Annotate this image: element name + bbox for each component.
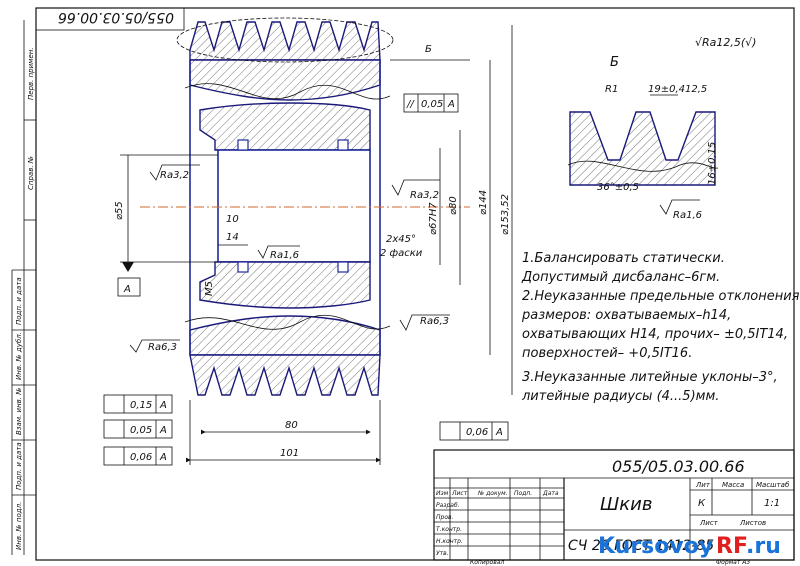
detail-general-roughness: √Ra12,5(√) [695, 36, 756, 49]
tol-runout-2: 0,05 [130, 425, 152, 436]
stamp-row-list: Лист [451, 490, 468, 497]
stamp-sheets: Листов [739, 519, 766, 527]
side-label-0: Перв. примен. [27, 47, 35, 100]
dim-chamfer2: 2 фаски [380, 248, 423, 259]
side-label-5: Подп. и дата [15, 442, 23, 490]
stamp-scale-value: 1:1 [764, 498, 780, 509]
stamp-format: Формат А3 [716, 559, 750, 566]
stamp-lit-value: К [698, 498, 706, 509]
tol-runout-1-datum: А [159, 400, 167, 411]
drawing-frame [35, 7, 795, 561]
detail-angle: 36°±0,5 [597, 182, 639, 193]
rotated-code-box [35, 7, 185, 31]
dim-w10: 10 [226, 214, 239, 225]
view-b-label: Б [425, 44, 432, 55]
dim-d80: ⌀80 [448, 196, 459, 215]
dim-d67: ⌀67H7 [428, 202, 439, 235]
tol-runout-2-datum: А [159, 425, 167, 436]
ra16: Ra1,6 [270, 250, 299, 261]
note-line-0: 1.Балансировать статически. [522, 251, 725, 266]
stamp-sheet: Лист [699, 519, 719, 527]
stamp-title: Шкив [600, 494, 652, 515]
watermark-part1: Kursovoy [598, 534, 713, 559]
side-label-3: Инв. № дубл. [15, 332, 23, 380]
stamp-role-5: Утв. [436, 550, 449, 557]
detail-d19: 19±0,4 [648, 84, 685, 95]
dim-chamfer: 2x45° [386, 234, 416, 245]
watermark-part3: .ru [746, 534, 781, 559]
note-line-7: литейные радиусы (4...5)мм. [521, 389, 719, 404]
stamp-row-doc: № докум. [477, 490, 508, 497]
stamp-col-mass: Масса [722, 481, 744, 489]
tol-par-value: 0,05 [421, 99, 443, 110]
tol-par-datum: А [447, 99, 455, 110]
tol-runout-4: 0,06 [466, 427, 488, 438]
stamp-role-4: Н.контр. [436, 538, 463, 545]
note-line-1: Допустимый дисбаланс–6гм. [521, 270, 720, 285]
ra32-right: Ra3,2 [410, 190, 439, 201]
technical-notes: 1.Балансировать статически. Допустимый д… [521, 251, 800, 404]
stamp-copied: Копировал [470, 559, 504, 566]
title-block: 055/05.03.00.66 Шкив СЧ 20 ГОСТ 1412-85 … [433, 449, 795, 566]
watermark-logo: Kursovoy RF .ru [598, 534, 781, 559]
stamp-role-1: Пров. [436, 514, 454, 521]
note-line-3: размеров: охватываемых–h14, [521, 308, 731, 323]
stamp-code: 055/05.03.00.66 [612, 457, 745, 476]
dim-m5: M5 [204, 281, 215, 296]
dim-len101: 101 [280, 448, 299, 459]
dim-d55: ⌀55 [114, 201, 125, 220]
stamp-row-date: Дата [542, 490, 559, 497]
dim-w14: 14 [226, 232, 239, 243]
pulley-section [140, 17, 470, 396]
detail-b-label: Б [610, 55, 619, 70]
dim-d144: ⌀144 [478, 190, 489, 215]
note-line-6: 3.Неуказанные литейные уклоны–3°, [522, 370, 778, 385]
side-label-6: Инв. № подл. [15, 502, 23, 550]
detail-height: 16±0,15 [707, 142, 718, 185]
rotated-code: 055/05.03.00.66 [58, 9, 174, 25]
watermark-part2: RF [716, 534, 748, 559]
dim-d153: ⌀153,52 [500, 194, 511, 235]
side-label-1: Справ. № [27, 156, 35, 190]
side-label-4: Взам. инв. № [15, 387, 23, 435]
detail-b: Б √Ra12,5(√) R1 19±0,4 12,5 36°±0,5 16±0… [567, 36, 756, 221]
tol-runout-1: 0,15 [130, 400, 152, 411]
tol-runout-3: 0,06 [130, 452, 152, 463]
tol-runout-3-datum: А [159, 452, 167, 463]
stamp-col-lit: Лит [695, 481, 711, 489]
side-frame-labels: Перв. примен. Справ. № Подп. и дата Инв.… [15, 47, 35, 550]
tol-runout-4-datum: А [495, 427, 503, 438]
dimensions: ⌀55 А ⌀67H7 ⌀80 ⌀144 ⌀153,52 10 14 80 10… [103, 25, 513, 466]
ra63-left: Ra6,3 [148, 342, 177, 353]
detail-r1: R1 [605, 84, 618, 95]
stamp-role-0: Разраб. [436, 502, 460, 509]
side-label-2: Подп. и дата [15, 277, 23, 325]
note-line-4: охватывающих H14, прочих– ±0,5IT14, [522, 327, 788, 342]
stamp-material: СЧ 20 ГОСТ 1412-85 [568, 538, 714, 554]
stamp-role-2: Т.контр. [436, 526, 462, 533]
stamp-col-scale: Масштаб [756, 481, 790, 489]
dim-len80: 80 [285, 420, 298, 431]
datum-a: А [123, 284, 131, 295]
stamp-row-izm: Изм [436, 490, 449, 497]
tol-par-sym: // [406, 99, 415, 110]
ra63-right: Ra6,3 [420, 316, 449, 327]
note-line-2: 2.Неуказанные предельные отклонения [522, 289, 800, 304]
ra32-left: Ra3,2 [160, 170, 189, 181]
stamp-row-sign: Подп. [514, 490, 532, 497]
detail-ra: Ra1,6 [673, 210, 702, 221]
note-line-5: поверхностей– +0,5IT16. [522, 346, 692, 361]
detail-d125: 12,5 [685, 84, 707, 95]
